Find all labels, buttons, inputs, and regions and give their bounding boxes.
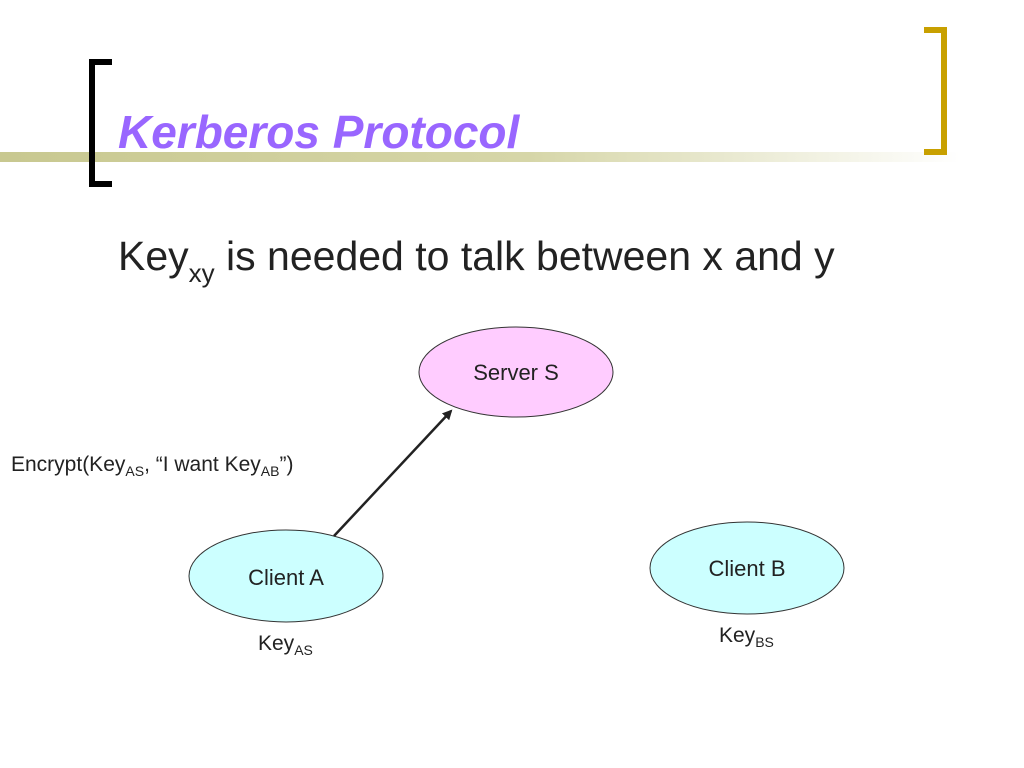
message-part2: , “I want Key [144,453,261,476]
message-part3: ”) [279,453,294,476]
client-b-node-shape [649,521,845,615]
message-part1: Encrypt(Key [11,453,126,476]
request-arrow [333,409,453,537]
client-a-node-label: Client A [248,565,324,590]
server-node-shape [418,326,614,418]
title-rule [0,152,960,162]
client-b-node-label: Client B [708,556,786,581]
client-a-node-shape [188,529,384,623]
client-a-key-label: KeyAS [258,631,313,658]
client-a-key-subscript: AS [294,642,313,658]
statement-suffix: is needed to talk between x and y [214,233,835,279]
encrypt-message-label: Encrypt(KeyAS, “I want KeyAB”) [11,452,293,479]
statement-subscript: xy [188,258,215,288]
statement: Keyxy is needed to talk between x and y [118,230,835,288]
right-bracket [924,27,947,155]
client-a-key-prefix: Key [258,632,295,655]
client-b-key-label: KeyBS [719,623,774,650]
client-b-key-prefix: Key [719,624,756,647]
message-sub2: AB [260,463,280,479]
slide-title: Kerberos Protocol [118,106,520,158]
server-node-label: Server S [473,360,559,385]
message-sub1: AS [125,463,145,479]
statement-prefix: Key [118,233,189,279]
client-b-key-subscript: BS [755,634,774,650]
left-bracket [89,59,112,187]
